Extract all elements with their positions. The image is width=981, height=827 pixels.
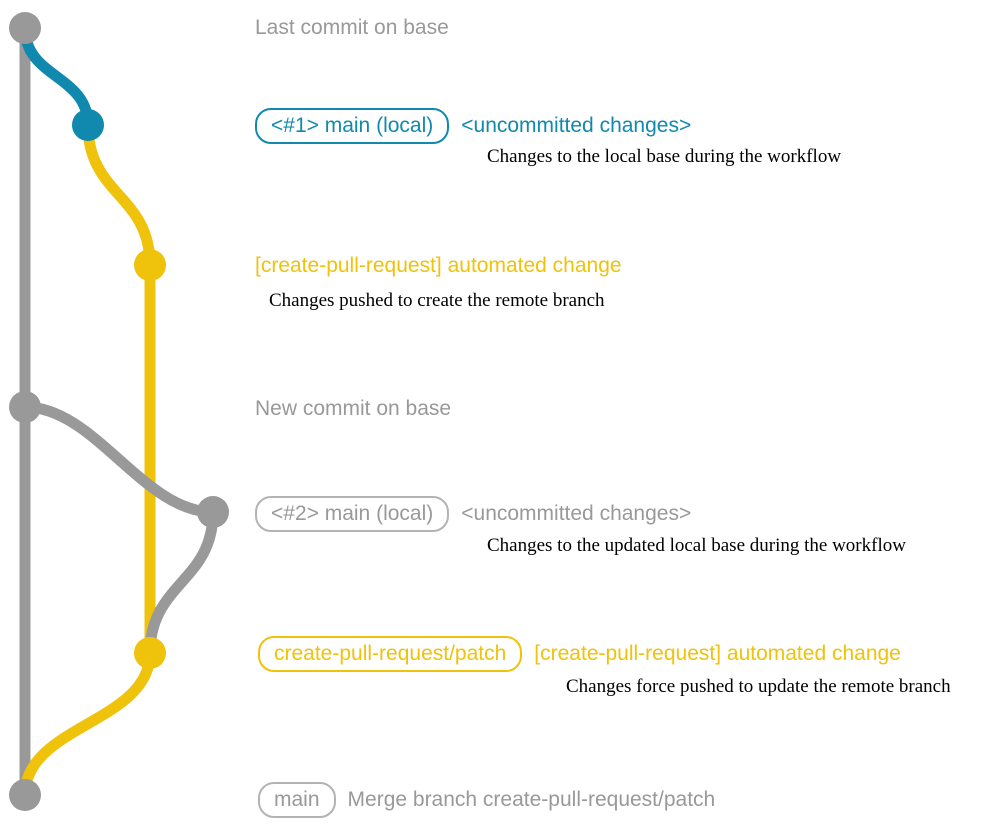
commit-node-base-new[interactable] — [9, 391, 41, 423]
edge-automated2-to-merge — [19, 647, 156, 801]
commit-row-automated-2: create-pull-request/patch [create-pull-r… — [258, 636, 901, 672]
commit-node-base-top[interactable] — [9, 12, 41, 44]
commit-node-local-1[interactable] — [72, 109, 104, 141]
heading-new-commit-on-base: New commit on base — [255, 397, 452, 420]
commit-subject-automated-change-2: [create-pull-request] automated change — [534, 642, 901, 665]
commit-node-local-2[interactable] — [197, 496, 229, 528]
commit-subject-uncommitted-2: <uncommitted changes> — [461, 502, 692, 525]
edge-local2-to-automated2 — [144, 506, 219, 659]
commit-node-merge[interactable] — [9, 779, 41, 811]
commit-node-automated-2[interactable] — [134, 637, 166, 669]
commit-row-merge: main Merge branch create-pull-request/pa… — [258, 782, 715, 818]
heading-automated-change-1: [create-pull-request] automated change — [255, 254, 622, 277]
commit-node-automated-1[interactable] — [134, 249, 166, 281]
branch-pill-main-local-1[interactable]: <#1> main (local) — [255, 108, 450, 144]
branch-pill-create-pull-request-patch[interactable]: create-pull-request/patch — [258, 636, 523, 672]
commit-description-local-base: Changes to the local base during the wor… — [487, 146, 842, 167]
commit-description-pushed-create: Changes pushed to create the remote bran… — [269, 290, 605, 311]
commit-description-force-pushed: Changes force pushed to update the remot… — [566, 676, 951, 697]
commit-description-updated-local-base: Changes to the updated local base during… — [487, 535, 906, 556]
commit-row-local-1: <#1> main (local) <uncommitted changes> — [255, 108, 691, 144]
commit-row-local-2: <#2> main (local) <uncommitted changes> — [255, 496, 691, 532]
commit-subject-merge: Merge branch create-pull-request/patch — [347, 788, 716, 811]
branch-pill-main[interactable]: main — [258, 782, 336, 818]
edge-basenew-to-local2 — [19, 401, 219, 518]
heading-last-commit-on-base: Last commit on base — [255, 16, 449, 39]
edge-local1-to-automated1 — [82, 119, 156, 271]
branch-pill-main-local-2[interactable]: <#2> main (local) — [255, 496, 450, 532]
commit-subject-uncommitted-1: <uncommitted changes> — [461, 114, 692, 137]
edge-base-to-local1 — [19, 22, 94, 131]
